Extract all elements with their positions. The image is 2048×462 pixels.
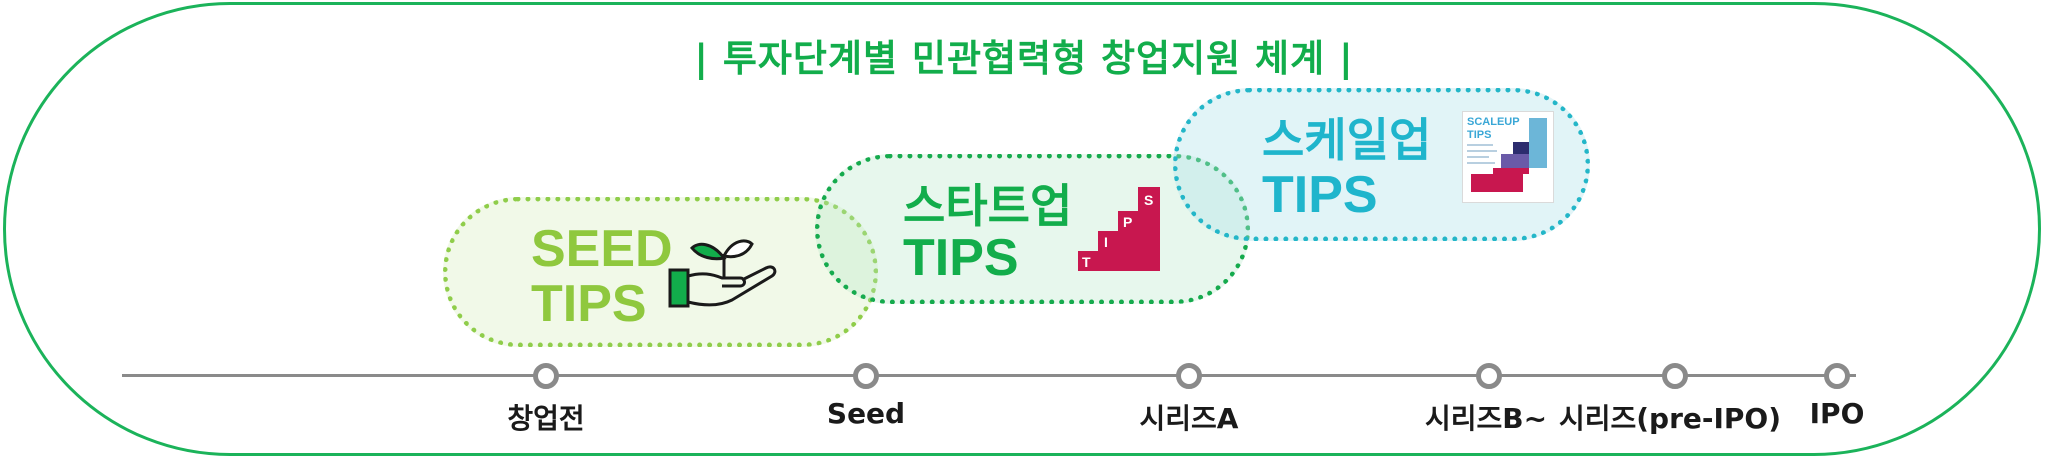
title-text: 투자단계별 민관협력형 창업지원 체계 (722, 37, 1326, 80)
stair-letter-i: I (1104, 234, 1108, 250)
stair-letter-s: S (1144, 192, 1153, 208)
timeline-node-pre-ipo (1662, 363, 1688, 389)
stair-letter-t: T (1082, 254, 1091, 270)
stage-label-pre-startup: 창업전 (507, 402, 585, 435)
scaleup-tips-label-line1: 스케일업 (1262, 113, 1432, 167)
title-left-bar: | (694, 37, 709, 80)
stage-label-series-b: 시리즈B~ (1424, 402, 1548, 435)
scaleup-tips-label-line2: TIPS (1262, 166, 1378, 224)
timeline-node-ipo (1824, 363, 1850, 389)
timeline-node-pre-startup (533, 363, 559, 389)
logo-text-scaleup: SCALEUP (1467, 116, 1520, 128)
stage-label-pre-ipo: 시리즈(pre-IPO) (1558, 402, 1782, 435)
seed-tips-pill (443, 197, 878, 347)
logo-stairs-icon (1467, 118, 1547, 192)
timeline-node-seed (853, 363, 879, 389)
logo-text-tips: TIPS (1467, 129, 1492, 141)
timeline-node-series-b (1476, 363, 1502, 389)
outer-frame (3, 2, 2041, 456)
timeline-axis (122, 374, 1856, 377)
startup-tips-label-line2: TIPS (903, 229, 1019, 287)
hand-with-sprout-icon (668, 239, 777, 308)
stage-label-seed: Seed (826, 397, 906, 430)
tips-stairs-icon: T I P S (1078, 187, 1160, 271)
title-right-bar: | (1339, 37, 1354, 80)
stage-label-series-a: 시리즈A (1139, 402, 1239, 435)
timeline-node-series-a (1176, 363, 1202, 389)
seed-tips-label-line2: TIPS (531, 275, 647, 333)
startup-tips-label-line1: 스타트업 (903, 179, 1073, 233)
stage-label-ipo: IPO (1809, 397, 1865, 430)
scaleup-tips-logo: SCALEUP TIPS (1462, 111, 1554, 203)
seed-tips-label-line1: SEED (531, 220, 673, 278)
stair-letter-p: P (1123, 214, 1132, 230)
diagram-title: | 투자단계별 민관협력형 창업지원 체계 | (0, 28, 2048, 82)
